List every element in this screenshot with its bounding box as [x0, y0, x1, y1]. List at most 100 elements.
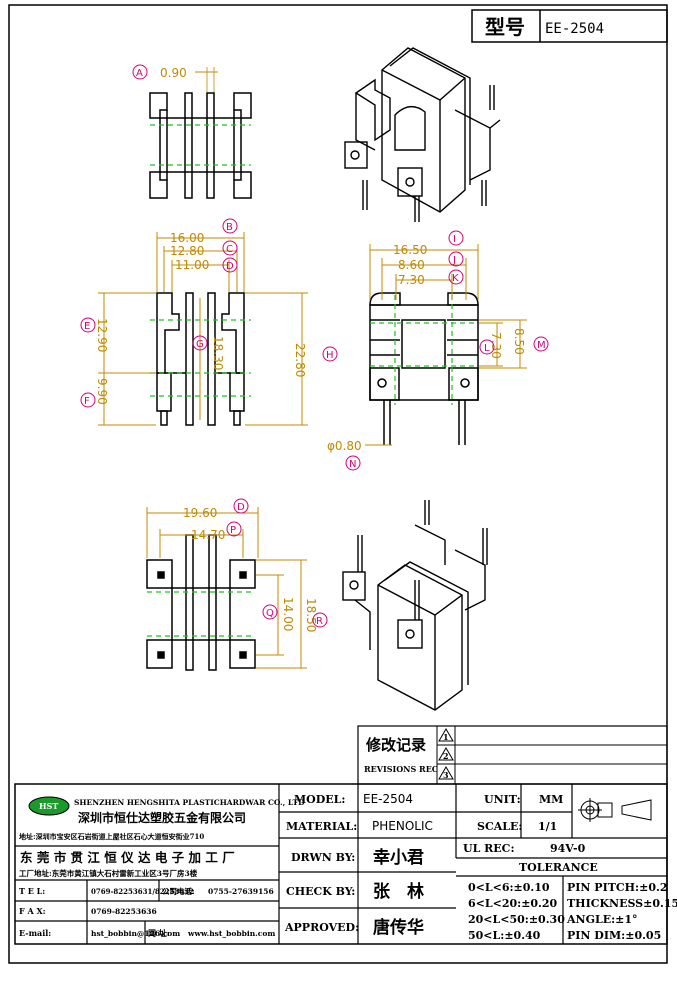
phone-label: 公司电话: — [162, 886, 195, 896]
company-name-en: SHENZHEN HENGSHITA PLASTICHARDWAR CO., L… — [74, 798, 305, 807]
projection-symbol-icon — [578, 798, 652, 822]
balloon-E: E — [84, 321, 90, 332]
dim-K-value: 7.30 — [398, 273, 425, 287]
revisions-subtitle: REVISIONS REC — [364, 764, 438, 774]
tol-left-4: 50<L:±0.40 — [468, 929, 541, 942]
header-part-number: EE-2504 — [545, 21, 604, 37]
drawing-frame — [8, 4, 668, 964]
web-value: www.hst_bobbin.com — [187, 929, 275, 938]
side-view-hidden-lines — [370, 295, 478, 405]
dim-L-value: 7.30 — [489, 332, 503, 359]
header-label: 型号 — [485, 15, 525, 39]
dim-I-value: 16.50 — [393, 243, 427, 257]
phone-value: 0755-27639156 — [208, 887, 274, 896]
balloon-J: J — [452, 255, 456, 266]
balloon-D: D — [237, 502, 245, 513]
model-value: EE-2504 — [363, 792, 413, 806]
front-view-dims: 16.00 12.80 11.00 B C D 12.90 9.90 E F 1… — [80, 218, 338, 426]
fax-label: F A X: — [19, 906, 46, 916]
approved-label: APPROVED: — [284, 921, 359, 934]
scale-value: 1/1 — [538, 820, 557, 833]
tol-right-3: ANGLE:±1° — [566, 913, 638, 926]
web-label: 网 址: — [148, 928, 170, 938]
dim-A: 0.90 A — [132, 64, 218, 92]
tel-value: 0769-82253631/82253632 — [91, 887, 194, 896]
dim-Q-value: 14.00 — [281, 597, 295, 631]
balloon-K: K — [452, 273, 459, 284]
dim-F-value: 9.90 — [95, 378, 109, 405]
side-view-dims: 16.50 8.60 7.30 I J K 7.30 L 8.50 M φ0.8… — [327, 230, 549, 471]
front-view-hidden-lines — [150, 319, 251, 397]
dim-B-value: 16.00 — [170, 231, 204, 245]
balloon-M: M — [537, 340, 546, 351]
title-block: HST SHENZHEN HENGSHITA PLASTICHARDWAR CO… — [14, 783, 677, 945]
company-logo — [28, 796, 70, 816]
dim-P-value: 14.70 — [191, 528, 225, 542]
part-number-header: 型号 EE-2504 — [471, 9, 668, 43]
balloon-A: A — [136, 68, 143, 79]
side-view — [369, 292, 479, 445]
tol-right-1: PIN PITCH:±0.2 — [567, 881, 667, 894]
balloon-C: C — [226, 244, 233, 255]
balloon-P: P — [230, 525, 236, 536]
bottom-view-hidden-lines — [147, 591, 255, 637]
scale-label: SCALE: — [477, 820, 522, 833]
revision-mark-2: 2 — [443, 751, 449, 761]
unit-value: MM — [539, 793, 563, 806]
isometric-view-top — [344, 47, 501, 222]
material-label: MATERIAL: — [286, 820, 357, 833]
revisions-block: 修改记录 REVISIONS REC 1 2 3 — [357, 725, 668, 785]
drawn-by-signature: 幸小君 — [373, 847, 424, 868]
tol-right-4: PIN DIM:±0.05 — [567, 929, 661, 942]
factory-address: 工厂地址:东莞市黄江镇大石村雷新工业区3号厂房3楼 — [19, 868, 198, 878]
isometric-view-bottom — [342, 500, 488, 711]
dim-G-value: 18.30 — [211, 336, 225, 370]
ulrec-value: 94V-0 — [550, 842, 586, 855]
dim-N-value: φ0.80 — [327, 439, 362, 453]
model-label: MODEL: — [294, 793, 345, 806]
balloon-L: L — [484, 343, 490, 354]
bottom-view-dims: 19.60 14.70 D P 14.00 Q 18.50 R — [146, 498, 328, 669]
top-view — [149, 92, 252, 199]
balloon-D-top: D — [226, 261, 234, 272]
tolerance-label: TOLERANCE — [519, 861, 598, 874]
revision-mark-3: 3 — [443, 770, 449, 780]
check-label: CHECK BY: — [286, 885, 355, 898]
balloon-F: F — [84, 396, 90, 407]
email-label: E-mail: — [19, 928, 51, 938]
factory-name: 东 莞 市 贯 江 恒 仪 达 电 子 加 工 厂 — [20, 850, 235, 865]
email-value: hst_bobbin@126.com — [91, 929, 180, 938]
unit-label: UNIT: — [484, 793, 521, 806]
revision-mark-1: 1 — [443, 732, 449, 742]
dim-D-top-value: 11.00 — [175, 258, 209, 272]
balloon-I: I — [453, 234, 456, 245]
tol-left-3: 20<L<50:±0.30 — [468, 913, 565, 926]
balloon-H: H — [326, 350, 334, 361]
company-address: 地址:深圳市宝安区石岩街道上屋社区石心大道恒安街业710 — [19, 832, 204, 841]
balloon-Q: Q — [266, 608, 274, 619]
fax-value: 0769-82253636 — [91, 907, 157, 916]
check-by-signature: 张 林 — [373, 881, 424, 902]
tol-right-2: THICKNESS±0.15 — [567, 897, 677, 910]
balloon-B: B — [226, 222, 233, 233]
dim-D-value: 19.60 — [183, 506, 217, 520]
tol-left-2: 6<L<20:±0.20 — [468, 897, 558, 910]
material-value: PHENOLIC — [372, 819, 433, 833]
dim-H-value: 22.80 — [293, 343, 307, 377]
drawn-label: DRWN BY: — [291, 851, 355, 864]
ulrec-label: UL REC: — [463, 842, 515, 855]
tol-left-1: 0<L<6:±0.10 — [468, 881, 550, 894]
company-logo-text: HST — [39, 801, 58, 811]
balloon-N: N — [349, 459, 356, 470]
balloon-G: G — [196, 339, 204, 350]
bottom-view — [146, 534, 256, 671]
company-name-cn: 深圳市恒仕达塑胶五金有限公司 — [78, 810, 246, 825]
tel-label: T E L: — [19, 886, 45, 896]
top-view-hidden-lines — [150, 124, 251, 166]
dim-J-value: 8.60 — [398, 258, 425, 272]
approved-by-signature: 唐传华 — [373, 917, 424, 938]
dim-E-value: 12.90 — [95, 318, 109, 352]
dim-M-value: 8.50 — [512, 328, 526, 355]
revisions-title: 修改记录 — [365, 736, 426, 754]
